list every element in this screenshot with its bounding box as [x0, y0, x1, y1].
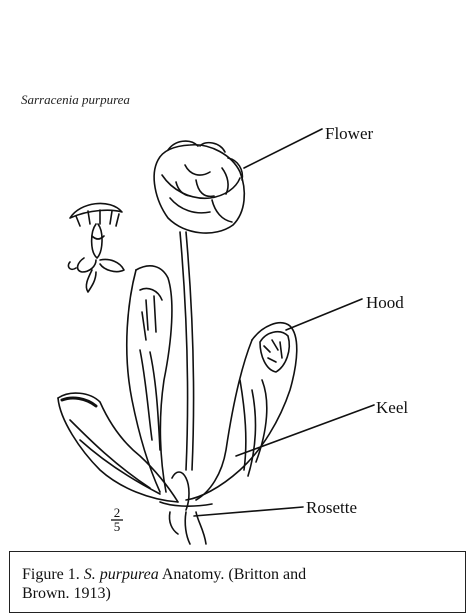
hood-leader-line	[286, 299, 362, 330]
scale-numerator: 2	[114, 505, 121, 520]
label-hood: Hood	[366, 293, 404, 312]
flower-leader-line	[244, 129, 322, 168]
rosette-leader-line	[194, 507, 303, 516]
keel-leader-line	[236, 405, 374, 456]
figure-caption: Figure 1. S. purpurea Anatomy. (Britton …	[9, 551, 466, 613]
rosette-drawing	[160, 472, 212, 544]
scale-denominator: 5	[114, 519, 121, 534]
caption-middle: Anatomy. (Britton and	[162, 566, 306, 583]
flower-detail-drawing	[68, 203, 124, 292]
caption-species: S. purpurea	[84, 566, 159, 583]
label-keel: Keel	[376, 398, 408, 417]
caption-prefix: Figure 1.	[22, 566, 80, 583]
label-rosette: Rosette	[306, 498, 357, 517]
scale-mark: 2 5	[111, 505, 123, 534]
caption-line2: Brown. 1913)	[22, 585, 111, 602]
right-pitcher-drawing	[186, 323, 297, 500]
label-flower: Flower	[325, 124, 374, 143]
left-pitcher-drawing	[127, 266, 172, 492]
